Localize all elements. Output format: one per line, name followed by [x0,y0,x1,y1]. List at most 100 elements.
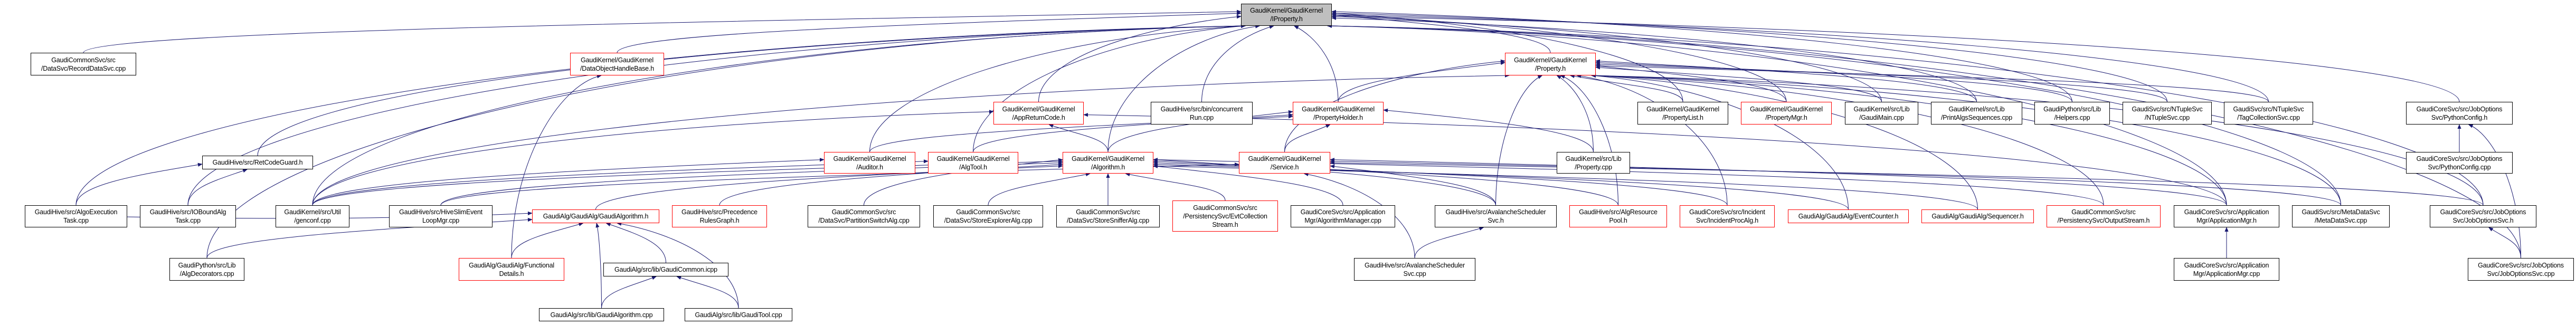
node-tagcollectionsvc-cpp[interactable]: GaudiSvc/src/NTupleSvc /TagCollectionSvc… [2224,102,2313,125]
node-pythonconfig-cpp[interactable]: GaudiCoreSvc/src/JobOptions Svc/PythonCo… [2406,152,2513,174]
node-label: GaudiKernel/src/Util /genconf.cpp [284,208,341,224]
node-incidentprocalg-h[interactable]: GaudiCoreSvc/src/Incident Svc/IncidentPr… [1680,205,1775,227]
node-ntuplesvc-cpp[interactable]: GaudiSvc/src/NTupleSvc /NTupleSvc.cpp [2123,102,2212,125]
node-gaudialgorithm-h[interactable]: GaudiAlg/GaudiAlg/GaudiAlgorithm.h [532,209,659,223]
edge-property_cpp-to-propertyholder [1383,108,1594,152]
node-storeexploreralg-cpp[interactable]: GaudiCommonSvc/src /DataSvc/StoreExplore… [933,205,1043,227]
edge-propertymgr-to-iproperty [1331,13,1787,102]
edge-ntuplesvc-to-iproperty [1331,11,2167,102]
node-ioboundalgtask-cpp[interactable]: GaudiHive/src/IOBoundAlg Task.cpp [140,205,236,227]
edge-printalgssequences-to-property_h [1595,59,1977,102]
node-applicationmgr-h[interactable]: GaudiCoreSvc/src/Application Mgr/Applica… [2174,205,2279,227]
node-gaudimain-cpp[interactable]: GaudiKernel/src/Lib /GaudiMain.cpp [1845,102,1918,125]
node-functionaldetails-h[interactable]: GaudiAlg/GaudiAlg/Functional Details.h [459,258,564,281]
edge-gauditool_cpp-to-gaudicommon_icpp [676,276,739,309]
node-propertylist-h[interactable]: GaudiKernel/GaudiKernel /PropertyList.h [1637,102,1728,125]
node-printalgssequences-cpp[interactable]: GaudiKernel/src/Lib /PrintAlgsSequences.… [1931,102,2022,125]
node-joboptionssvc-h[interactable]: GaudiCoreSvc/src/JobOptions Svc/JobOptio… [2430,205,2536,227]
edge-algorithm_h-to-appreturncode [1048,124,1109,152]
node-label: GaudiCoreSvc/src/JobOptions Svc/PythonCo… [2416,155,2503,171]
edge-ioboundalgtask-to-retcodeguard [187,169,248,206]
edge-incidentprocalg-to-property_h [1576,74,1728,206]
node-label: GaudiKernel/GaudiKernel /PropertyHolder.… [1302,105,1375,121]
node-outputstream-h[interactable]: GaudiCommonSvc/src /PersistencySvc/Outpu… [2047,205,2161,227]
node-label: GaudiHive/src/AvalancheScheduler Svc.cpp [1364,261,1465,278]
node-retcodeguard-h[interactable]: GaudiHive/src/RetCodeGuard.h [202,156,313,169]
node-label: GaudiHive/src/bin/concurrent Run.cpp [1160,105,1243,121]
node-hiveslimeventloopmgr-cpp[interactable]: GaudiHive/src/HiveSlimEvent LoopMgr.cpp [389,205,493,227]
node-propertymgr-h[interactable]: GaudiKernel/GaudiKernel /PropertyMgr.h [1741,102,1832,125]
edge-algorithm_h-to-propertyholder [1107,110,1293,152]
node-avalanchescheduler-svc-h[interactable]: GaudiHive/src/AvalancheScheduler Svc.h [1435,205,1557,227]
node-recorddatasvc-cpp[interactable]: GaudiCommonSvc/src /DataSvc/RecordDataSv… [31,53,136,75]
edge-avalanche_cpp-to-service_h [1303,172,1415,259]
edge-outputstream-to-algorithm_h [1153,158,2104,206]
node-dataobjecthandlebase-h[interactable]: GaudiKernel/GaudiKernel /DataObjectHandl… [570,53,664,75]
node-label: GaudiCommonSvc/src /DataSvc/RecordDataSv… [41,56,126,72]
edge-applicationmgr_h-to-property_h [1591,73,2227,206]
edge-gauditool_cpp-to-gaudialgorithm_h [617,222,739,309]
node-label: GaudiPython/src/Lib /Helpers.cpp [2043,105,2101,121]
node-label: GaudiCommonSvc/src /DataSvc/PartitionSwi… [818,208,910,224]
node-propertyholder-h[interactable]: GaudiKernel/GaudiKernel /PropertyHolder.… [1293,102,1384,125]
edge-metadatasvc-to-iproperty [1327,24,2341,206]
edge-algorithmmanager-to-algorithm_h [1153,164,1343,206]
node-gaudialgorithm-cpp[interactable]: GaudiAlg/src/lib/GaudiAlgorithm.cpp [539,308,664,321]
node-genconf-cpp[interactable]: GaudiKernel/src/Util /genconf.cpp [276,205,349,227]
node-concurrentrun-cpp[interactable]: GaudiHive/src/bin/concurrent Run.cpp [1151,102,1253,125]
node-property-cpp[interactable]: GaudiKernel/src/Lib /Property.cpp [1557,152,1630,174]
edge-hiveslimeventloopmgr-to-service_h [440,162,1239,206]
edge-genconf-to-auditor [312,158,825,206]
node-partitionswitchalg-cpp[interactable]: GaudiCommonSvc/src /DataSvc/PartitionSwi… [808,205,920,227]
node-property-h[interactable]: GaudiKernel/GaudiKernel /Property.h [1505,53,1596,75]
edge-applicationmgr_h-to-service_h [1330,158,2227,206]
node-gauditool-cpp[interactable]: GaudiAlg/src/lib/GaudiTool.cpp [685,308,792,321]
node-algorithm-h[interactable]: GaudiKernel/GaudiKernel /Algorithm.h [1063,152,1153,174]
node-joboptionssvc-cpp[interactable]: GaudiCoreSvc/src/JobOptions Svc/JobOptio… [2468,258,2574,281]
node-algdecorators-cpp[interactable]: GaudiPython/src/Lib /AlgDecorators.cpp [169,258,244,281]
edge-hiveslimeventloopmgr-to-algorithm_h [440,161,1063,206]
edge-metadatasvc-to-service_h [1330,159,2341,206]
node-label: GaudiAlg/src/lib/GaudiTool.cpp [695,311,782,319]
node-label: GaudiSvc/src/NTupleSvc /NTupleSvc.cpp [2132,105,2203,121]
edge-propertyholder-to-property_h [1338,61,1505,102]
node-label: GaudiCoreSvc/src/JobOptions Svc/JobOptio… [2440,208,2526,224]
edge-service_h-to-property_h [1284,59,1505,152]
edge-gaudicommon_icpp-to-gaudialgorithm_h [605,223,666,263]
node-avalanchescheduler-svc-cpp[interactable]: GaudiHive/src/AvalancheScheduler Svc.cpp [1354,258,1475,281]
edge-service_h-to-propertyholder [1284,124,1331,152]
edge-joboptionssvc_h-to-property_h [1591,73,2484,206]
edge-algdecorators-to-iproperty [206,24,1246,259]
node-service-h[interactable]: GaudiKernel/GaudiKernel /Service.h [1239,152,1330,174]
node-label: GaudiCoreSvc/src/Application Mgr/Algorit… [1300,208,1386,224]
node-auditor-h[interactable]: GaudiKernel/GaudiKernel /Auditor.h [824,152,915,174]
node-appreturncode-h[interactable]: GaudiKernel/GaudiKernel /AppReturnCode.h [993,102,1084,125]
edge-joboptionssvc_cpp-to-joboptionssvc_h [2488,227,2521,259]
node-evtcollectionstream-h[interactable]: GaudiCommonSvc/src /PersistencySvc/EvtCo… [1172,200,1278,232]
node-label: GaudiAlg/GaudiAlg/Sequencer.h [1931,213,2024,220]
node-pythonconfig-h[interactable]: GaudiCoreSvc/src/JobOptions Svc/PythonCo… [2406,102,2513,125]
edge-helpers-to-property_h [1595,61,2072,102]
node-gaudicommon-icpp[interactable]: GaudiAlg/src/lib/GaudiCommon.icpp [603,263,728,276]
node-precedencerulesgraph-h[interactable]: GaudiHive/src/Precedence RulesGraph.h [672,205,767,227]
node-label: GaudiCoreSvc/src/Application Mgr/Applica… [2184,261,2269,278]
node-storesnifferalg-cpp[interactable]: GaudiCommonSvc/src /DataSvc/StoreSniffer… [1056,205,1160,227]
node-algoexecutiontask-cpp[interactable]: GaudiHive/src/AlgoExecution Task.cpp [25,205,127,227]
edge-evtcollectionstream-to-algorithm_h [1125,173,1226,201]
edge-algoexecutiontask-to-retcodeguard [75,162,203,206]
node-applicationmgr-cpp[interactable]: GaudiCoreSvc/src/Application Mgr/Applica… [2174,258,2279,281]
node-helpers-cpp[interactable]: GaudiPython/src/Lib /Helpers.cpp [2034,102,2110,125]
node-eventcounter-h[interactable]: GaudiAlg/GaudiAlg/EventCounter.h [1788,209,1909,223]
node-label: GaudiKernel/GaudiKernel /DataObjectHandl… [580,56,654,72]
node-algresourcepool-h[interactable]: GaudiHive/src/AlgResource Pool.h [1569,205,1667,227]
edge-tagcollectionsvc-to-property_h [1595,64,2269,102]
edge-joboptionssvc_h-to-service_h [1330,161,2484,206]
node-sequencer-h[interactable]: GaudiAlg/GaudiAlg/Sequencer.h [1921,209,2034,223]
node-label: GaudiHive/src/IOBoundAlg Task.cpp [149,208,226,224]
edge-avalanche_h-to-property_h [1495,75,1543,206]
node-metadatasvc-cpp[interactable]: GaudiSvc/src/MetaDataSvc /MetaDataSvc.cp… [2292,205,2390,227]
edge-appreturncode-to-iproperty [1038,15,1242,102]
node-algtool-h[interactable]: GaudiKernel/GaudiKernel /AlgTool.h [928,152,1018,174]
edge-algoexecutiontask-to-iproperty [75,24,1246,206]
node-algorithmmanager-cpp[interactable]: GaudiCoreSvc/src/Application Mgr/Algorit… [1291,205,1395,227]
